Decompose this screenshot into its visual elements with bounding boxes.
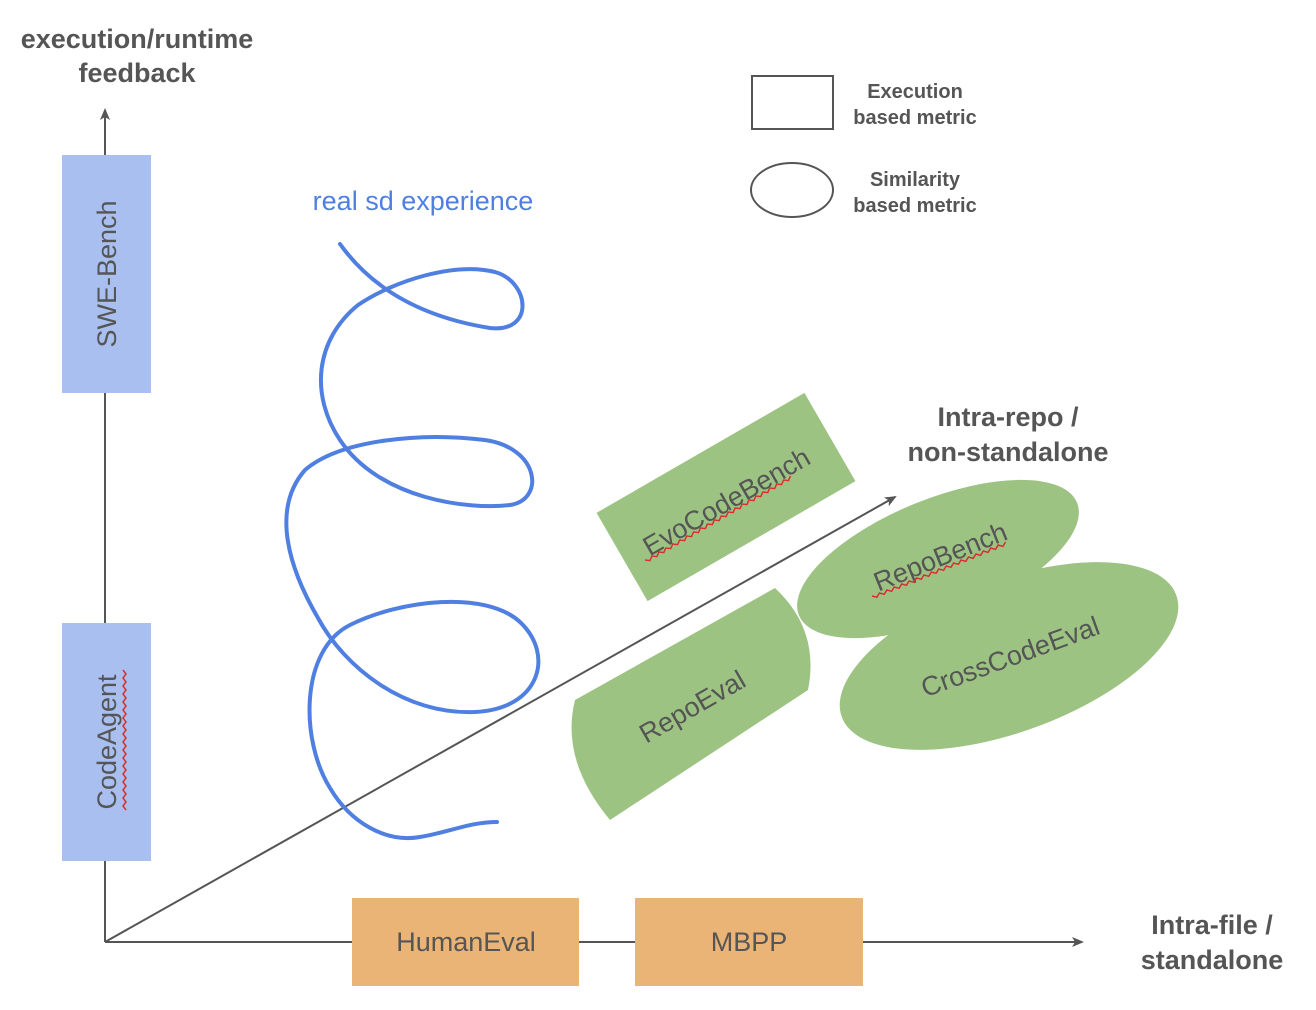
y-axis-title-line2: feedback	[78, 58, 196, 88]
curve-label: real sd experience	[313, 186, 534, 216]
evo-code-bench-spell-underline	[644, 475, 792, 562]
swe-bench-label: SWE-Bench	[92, 200, 122, 347]
code-agent-spell-underline	[122, 669, 127, 811]
repo-bench-spell-underline	[871, 541, 1007, 599]
legend-execution-swatch	[751, 75, 834, 130]
mbpp-label: MBPP	[711, 927, 788, 957]
human-eval-box	[352, 898, 579, 986]
diagonal-axis-title-line2: non-standalone	[908, 437, 1109, 467]
legend-similarity-line2: based metric	[853, 195, 976, 217]
diagonal-axis-title-line1: Intra-repo /	[937, 402, 1079, 432]
legend-similarity-swatch	[750, 162, 834, 218]
code-agent-label: CodeAgent	[92, 674, 122, 810]
repo-bench-shape	[797, 479, 1079, 639]
y-axis-title-line1: execution/runtime	[21, 24, 254, 54]
swe-bench-box	[62, 155, 151, 393]
human-eval-label: HumanEval	[396, 927, 536, 957]
cross-code-eval-shape	[839, 562, 1179, 750]
real-sd-experience-curve	[284, 242, 541, 840]
legend-execution-line2: based metric	[853, 107, 976, 129]
diagonal-axis	[104, 496, 897, 943]
repo-eval-shape	[571, 588, 811, 820]
code-agent-box	[62, 623, 151, 861]
mbpp-box	[635, 898, 863, 986]
legend-similarity-line1: Similarity	[870, 169, 961, 191]
x-axis-title-line1: Intra-file /	[1151, 910, 1273, 940]
x-axis-title-line2: standalone	[1141, 945, 1284, 975]
legend-execution-line1: Execution	[867, 81, 963, 103]
evo-code-bench-shape	[596, 392, 856, 602]
